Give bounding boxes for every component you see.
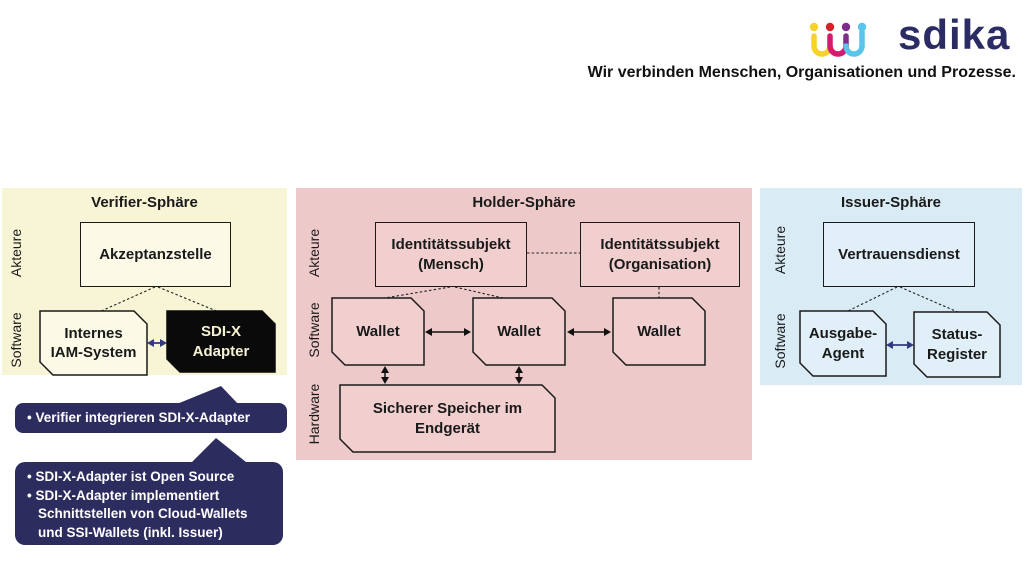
issuer-row-label-software: Software: [772, 313, 788, 369]
wallet-2-shape: [472, 297, 566, 366]
wallet-box-3: Wallet: [612, 297, 706, 366]
status-register-box: Status- Register: [913, 311, 1001, 378]
sdi-x-adapter-box: SDI-X Adapter: [166, 310, 276, 373]
akzeptanzstelle-box: Akzeptanzstelle: [80, 222, 231, 287]
callout2-line-4: und SSI-Wallets (inkl. Issuer): [38, 524, 223, 540]
sicherer-speicher-box: Sicherer Speicher im Endgerät: [339, 384, 556, 453]
callout2-line-2: • SDI-X-Adapter implementiert: [27, 487, 220, 503]
verifier-row-label-software: Software: [8, 312, 24, 368]
verifier-sphere: Verifier-Sphäre Akteure Software Akzepta…: [2, 188, 287, 376]
sicherer-speicher-shape: [339, 384, 556, 453]
status-register-shape: [913, 311, 1001, 378]
callout-bubble-sdix: • SDI-X-Adapter ist Open Source • SDI-X-…: [15, 462, 283, 545]
tagline: Wir verbinden Menschen, Organisationen u…: [587, 64, 1016, 81]
logo-wordmark: sdika: [898, 11, 1011, 58]
callout-bubble-verifier: • Verifier integrieren SDI-X-Adapter: [15, 403, 287, 433]
issuer-row-label-akteure: Akteure: [772, 225, 788, 275]
sdi-x-adapter-box-shape: [166, 310, 276, 373]
holder-sphere-title: Holder-Sphäre: [472, 194, 576, 211]
callout2-line-1: • SDI-X-Adapter ist Open Source: [27, 469, 235, 484]
identitaetssubjekt-mensch-box: Identitätssubjekt (Mensch): [375, 222, 527, 287]
wallet-box-1: Wallet: [331, 297, 425, 366]
callout2-line-3: Schnittstellen von Cloud-Wallets: [38, 506, 248, 521]
identitaetssubjekt-organisation-box: Identitätssubjekt (Organisation): [580, 222, 740, 287]
wallet-box-2: Wallet: [472, 297, 566, 366]
wallet-3-shape: [612, 297, 706, 366]
verifier-sphere-title: Verifier-Sphäre: [91, 194, 198, 211]
sdika-logo-mark-icon: [809, 22, 867, 57]
issuer-sphere-title: Issuer-Sphäre: [840, 194, 942, 211]
holder-row-label-hardware: Hardware: [306, 383, 322, 445]
ausgabe-agent-box: Ausgabe- Agent: [799, 310, 887, 377]
internes-iam-system-box: Internes IAM-System: [39, 310, 148, 376]
holder-sphere: Holder-Sphäre Akteure Software Hardware …: [296, 188, 752, 460]
issuer-sphere: Issuer-Sphäre Akteure Software Vertrauen…: [760, 188, 1022, 385]
verifier-row-label-akteure: Akteure: [8, 228, 24, 278]
vertrauensdienst-box: Vertrauensdienst: [823, 222, 975, 287]
callout1-line: • Verifier integrieren SDI-X-Adapter: [27, 409, 251, 425]
